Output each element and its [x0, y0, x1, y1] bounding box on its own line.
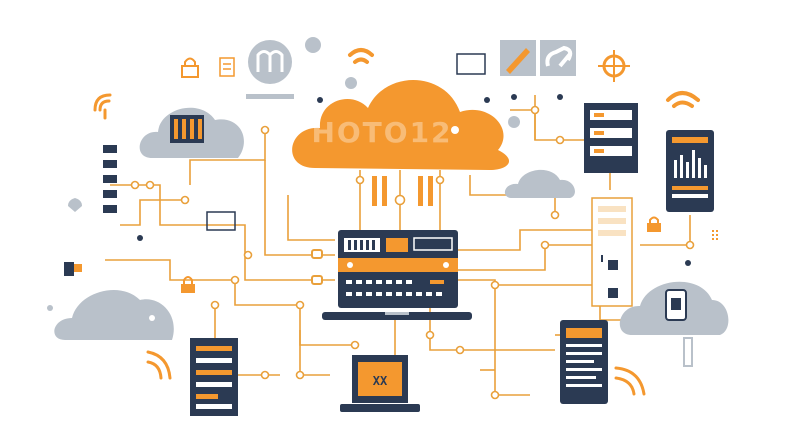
- wifi-icon: [348, 48, 374, 64]
- link-icon: [540, 40, 576, 76]
- window-icon: [456, 53, 486, 75]
- cloud-connectors: [372, 176, 433, 206]
- gray-cloud-left-bottom: [54, 289, 174, 340]
- gray-cloud-right-small: [504, 169, 575, 198]
- dot-icon: [484, 97, 490, 103]
- status-bar-stack: [103, 145, 117, 213]
- gray-cloud-left-top: [139, 107, 244, 158]
- main-cloud: [292, 79, 510, 170]
- lock-icon: [181, 57, 199, 78]
- dot-icon: [685, 260, 691, 266]
- wifi-icon: [93, 93, 112, 120]
- dot-icon: [557, 94, 563, 100]
- dot-icon: [508, 116, 520, 128]
- wifi-icon: [614, 366, 646, 396]
- trace-nodes: [130, 105, 695, 400]
- server-rack-left: [190, 338, 238, 416]
- gear-icon: [598, 50, 630, 82]
- lock-icon: [181, 276, 195, 293]
- laptop-screen-label: XX: [373, 374, 388, 388]
- dot-icon: [137, 235, 143, 241]
- usb-icon: [64, 262, 82, 276]
- dot-icon: [511, 94, 517, 100]
- window-icon: [206, 211, 236, 231]
- dot-icon: [47, 305, 53, 311]
- pen-icon: [500, 40, 536, 76]
- tall-device-outline: [591, 197, 633, 307]
- lock-icon: [647, 216, 661, 232]
- wifi-icon: [666, 91, 700, 108]
- watermark-text: HOTO12: [311, 116, 452, 149]
- wifi-icon: [146, 350, 172, 380]
- dots-grid-icon: [712, 230, 718, 240]
- dot-icon: [345, 77, 357, 89]
- hub-side-ports: [311, 249, 323, 285]
- dot-icon: [317, 97, 323, 103]
- document-icon: [219, 57, 235, 77]
- gray-cloud-right-bottom: [619, 281, 729, 367]
- heart-icon: [68, 198, 82, 212]
- dot-icon: [305, 37, 321, 53]
- central-hub-server: [338, 230, 458, 308]
- mobile-dashboard: [560, 320, 608, 404]
- hub-base: [322, 312, 472, 320]
- gear-logo-icon: [246, 40, 294, 99]
- tablet-dashboard: [666, 130, 714, 212]
- server-rack-right-top: [584, 103, 638, 173]
- laptop-device: XX: [340, 355, 420, 412]
